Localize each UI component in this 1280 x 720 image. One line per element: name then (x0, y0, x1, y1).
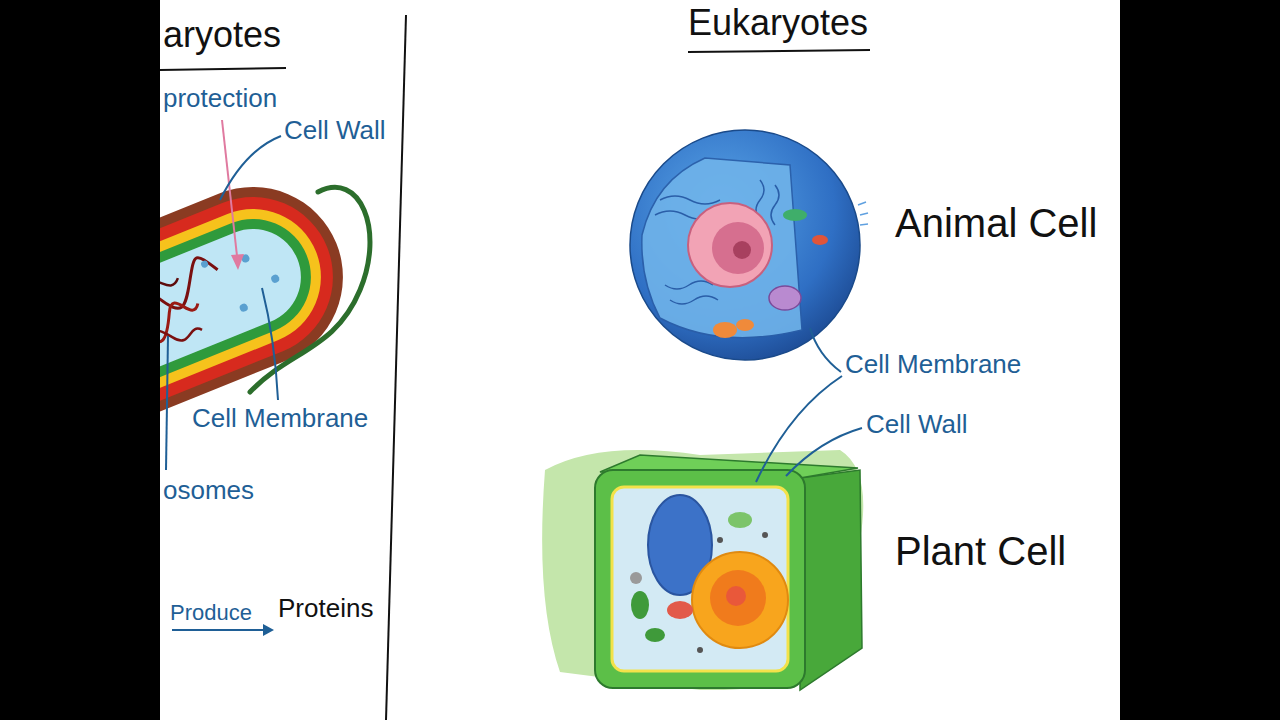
plant-cell (728, 512, 752, 528)
animal-cell (630, 130, 868, 360)
animal-cell (660, 196, 720, 204)
produce-arrow (172, 624, 274, 636)
leader-line (222, 120, 237, 256)
plant-cell (612, 487, 788, 671)
plant-cell (726, 586, 746, 606)
animal-cell (860, 224, 868, 225)
animal-cell (670, 296, 718, 304)
leader-line (810, 328, 841, 372)
animal-cell (713, 322, 737, 338)
plant-cell (630, 572, 642, 584)
plant-cell (762, 532, 768, 538)
animal-cell (655, 180, 779, 304)
leader-line (166, 336, 168, 470)
heading: aryotes (163, 14, 281, 55)
side-bar (0, 0, 160, 720)
animal-cell (642, 158, 802, 338)
prokaryote-cell (270, 274, 280, 284)
note: Produce (170, 600, 252, 625)
plant-cell (710, 570, 766, 626)
animal-cell (712, 222, 764, 274)
animal-cell (858, 202, 868, 225)
plant-cell (645, 628, 665, 642)
animal-cell (733, 241, 751, 259)
plant-cell (697, 647, 703, 653)
part-label: Cell Membrane (192, 404, 368, 434)
leader-line (231, 254, 244, 270)
plant-cell (542, 450, 863, 690)
animal-cell (688, 203, 772, 287)
note: Proteins (278, 594, 373, 624)
leader-line (756, 376, 862, 482)
prokaryote-cell (200, 260, 209, 269)
leader-line (756, 376, 842, 482)
figure-label: Animal Cell (895, 200, 1097, 246)
plant-cell (542, 450, 863, 690)
part-label: Cell Wall (284, 116, 386, 146)
part-label: Cell Membrane (845, 350, 1021, 380)
divider-line (386, 15, 406, 720)
side-bar (1120, 0, 1280, 720)
plant-cell (667, 601, 693, 619)
underline (160, 68, 286, 70)
prokaryote-cell (239, 302, 249, 312)
leader-line (262, 288, 278, 400)
produce-arrow (263, 624, 274, 636)
plant-cell (631, 591, 649, 619)
animal-cell (812, 235, 828, 245)
animal-cell (769, 286, 801, 310)
figure-label: Plant Cell (895, 528, 1066, 574)
plant-cell (595, 470, 805, 688)
plant-cell (800, 470, 862, 690)
animal-cell (665, 281, 713, 289)
animal-cell (860, 213, 868, 215)
leader-line (786, 428, 862, 476)
animal-cell (771, 185, 779, 225)
flagellum (250, 187, 370, 392)
part-label: protection (163, 84, 277, 114)
animal-cell (736, 319, 754, 331)
part-label: Cell Wall (866, 410, 968, 440)
animal-cell (783, 209, 807, 221)
plant-cell (717, 537, 723, 543)
part-label: osomes (163, 476, 254, 506)
animal-cell (858, 202, 866, 205)
underline (688, 50, 870, 52)
heading: Eukaryotes (688, 2, 868, 43)
plant-cell (692, 552, 788, 648)
produce-arrow (172, 629, 266, 631)
animal-cell (630, 130, 860, 360)
leader-line (220, 136, 281, 200)
